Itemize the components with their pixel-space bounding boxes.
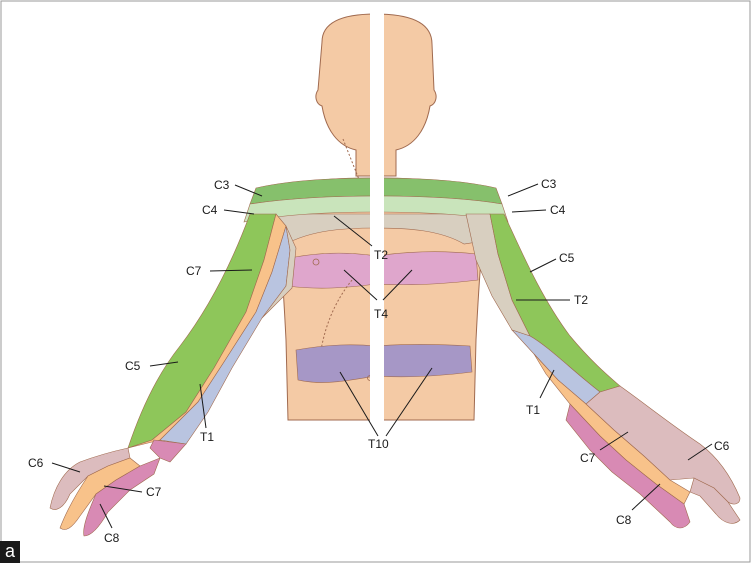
label-center-t2: T2 xyxy=(374,248,388,262)
left-arm xyxy=(50,214,296,536)
label-right-c5: C5 xyxy=(559,251,575,265)
label-left-c5: C5 xyxy=(125,359,141,373)
panel-letter: a xyxy=(0,541,20,563)
label-right-c3: C3 xyxy=(541,177,557,191)
label-right-c8: C8 xyxy=(616,513,632,527)
center-gap xyxy=(370,10,384,450)
label-left-c3: C3 xyxy=(214,178,230,192)
label-left-c6: C6 xyxy=(28,456,44,470)
label-center-t10: T10 xyxy=(368,437,389,451)
label-left-c7: C7 xyxy=(186,264,202,278)
label-center-t4: T4 xyxy=(374,307,388,321)
label-right-t2: T2 xyxy=(574,293,588,307)
label-right-c7: C7 xyxy=(580,451,596,465)
label-left-t1: T1 xyxy=(200,430,214,444)
label-right-c4: C4 xyxy=(550,203,566,217)
right-arm xyxy=(466,214,740,528)
label-right-t1: T1 xyxy=(526,403,540,417)
label-left-c7-hand: C7 xyxy=(146,485,162,499)
label-left-c8: C8 xyxy=(104,531,120,545)
label-left-c4: C4 xyxy=(202,203,218,217)
label-right-c6: C6 xyxy=(714,439,730,453)
